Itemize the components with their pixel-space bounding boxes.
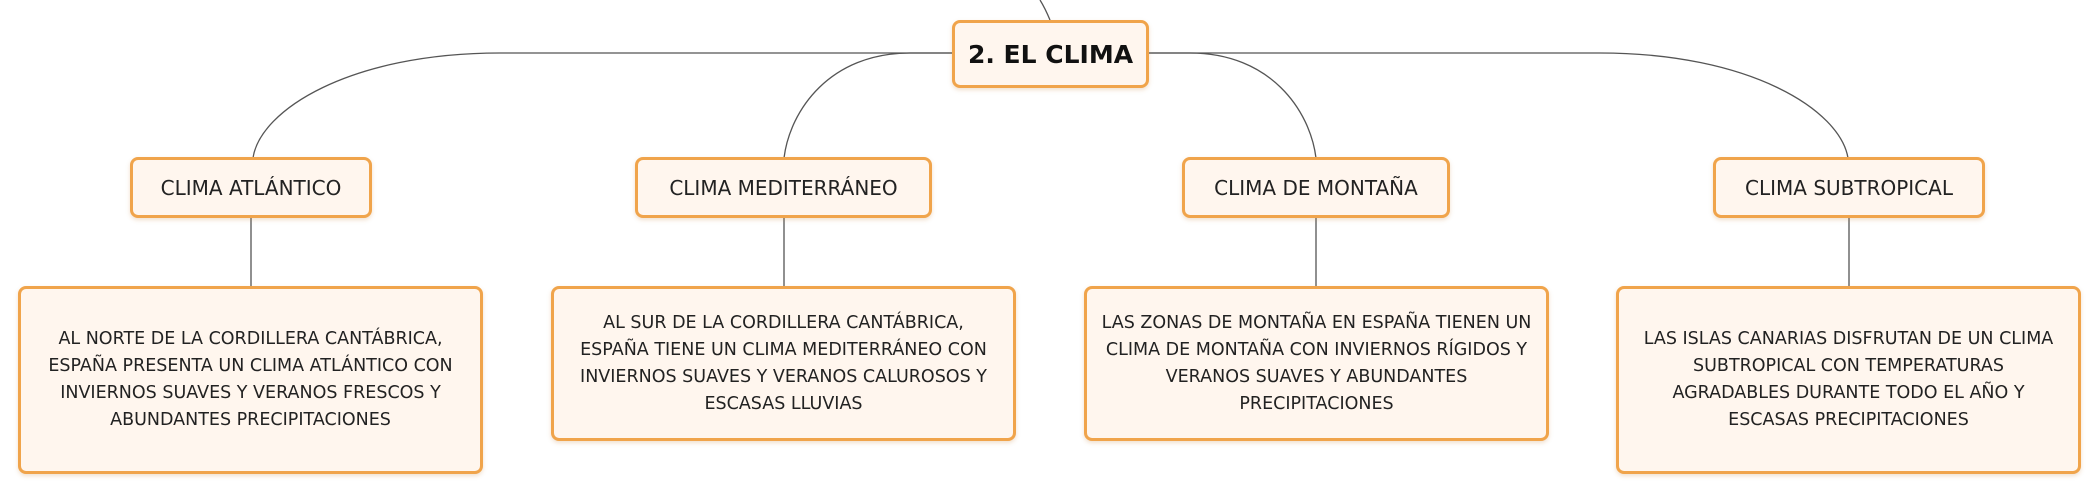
branch-node-label: CLIMA SUBTROPICAL [1745, 175, 1953, 200]
description-text: LAS ISLAS CANARIAS DISFRUTAN DE UN CLIMA… [1643, 329, 2054, 430]
branch-node-label: CLIMA MEDITERRÁNEO [669, 175, 898, 200]
connector-root-to-montana [1146, 52, 1317, 159]
branch-node-clima-mediterraneo[interactable]: CLIMA MEDITERRÁNEO [635, 157, 932, 218]
description-text: AL SUR DE LA CORDILLERA CANTÁBRICA, ESPA… [580, 312, 987, 414]
connector-root-parent [1039, 0, 1051, 21]
connector-root-to-subtropical [1146, 52, 1849, 159]
branch-node-label: CLIMA ATLÁNTICO [160, 175, 342, 200]
root-node[interactable]: 2. EL CLIMA [952, 20, 1149, 88]
description-text: LAS ZONAS DE MONTAÑA EN ESPAÑA TIENEN UN… [1101, 312, 1532, 414]
connector-root-to-atlantico [252, 52, 955, 159]
branch-node-label: CLIMA DE MONTAÑA [1214, 175, 1418, 200]
description-node-clima-subtropical[interactable]: LAS ISLAS CANARIAS DISFRUTAN DE UN CLIMA… [1616, 286, 2081, 474]
branch-node-clima-subtropical[interactable]: CLIMA SUBTROPICAL [1713, 157, 1985, 218]
branch-node-clima-de-montana[interactable]: CLIMA DE MONTAÑA [1182, 157, 1450, 218]
description-node-clima-atlantico[interactable]: AL NORTE DE LA CORDILLERA CANTÁBRICA, ES… [18, 286, 483, 474]
connector-root-to-mediterraneo [783, 52, 955, 159]
root-node-label: 2. EL CLIMA [967, 39, 1134, 69]
description-node-clima-de-montana[interactable]: LAS ZONAS DE MONTAÑA EN ESPAÑA TIENEN UN… [1084, 286, 1549, 441]
branch-node-clima-atlantico[interactable]: CLIMA ATLÁNTICO [130, 157, 372, 218]
description-text: AL NORTE DE LA CORDILLERA CANTÁBRICA, ES… [48, 329, 453, 430]
description-node-clima-mediterraneo[interactable]: AL SUR DE LA CORDILLERA CANTÁBRICA, ESPA… [551, 286, 1016, 441]
